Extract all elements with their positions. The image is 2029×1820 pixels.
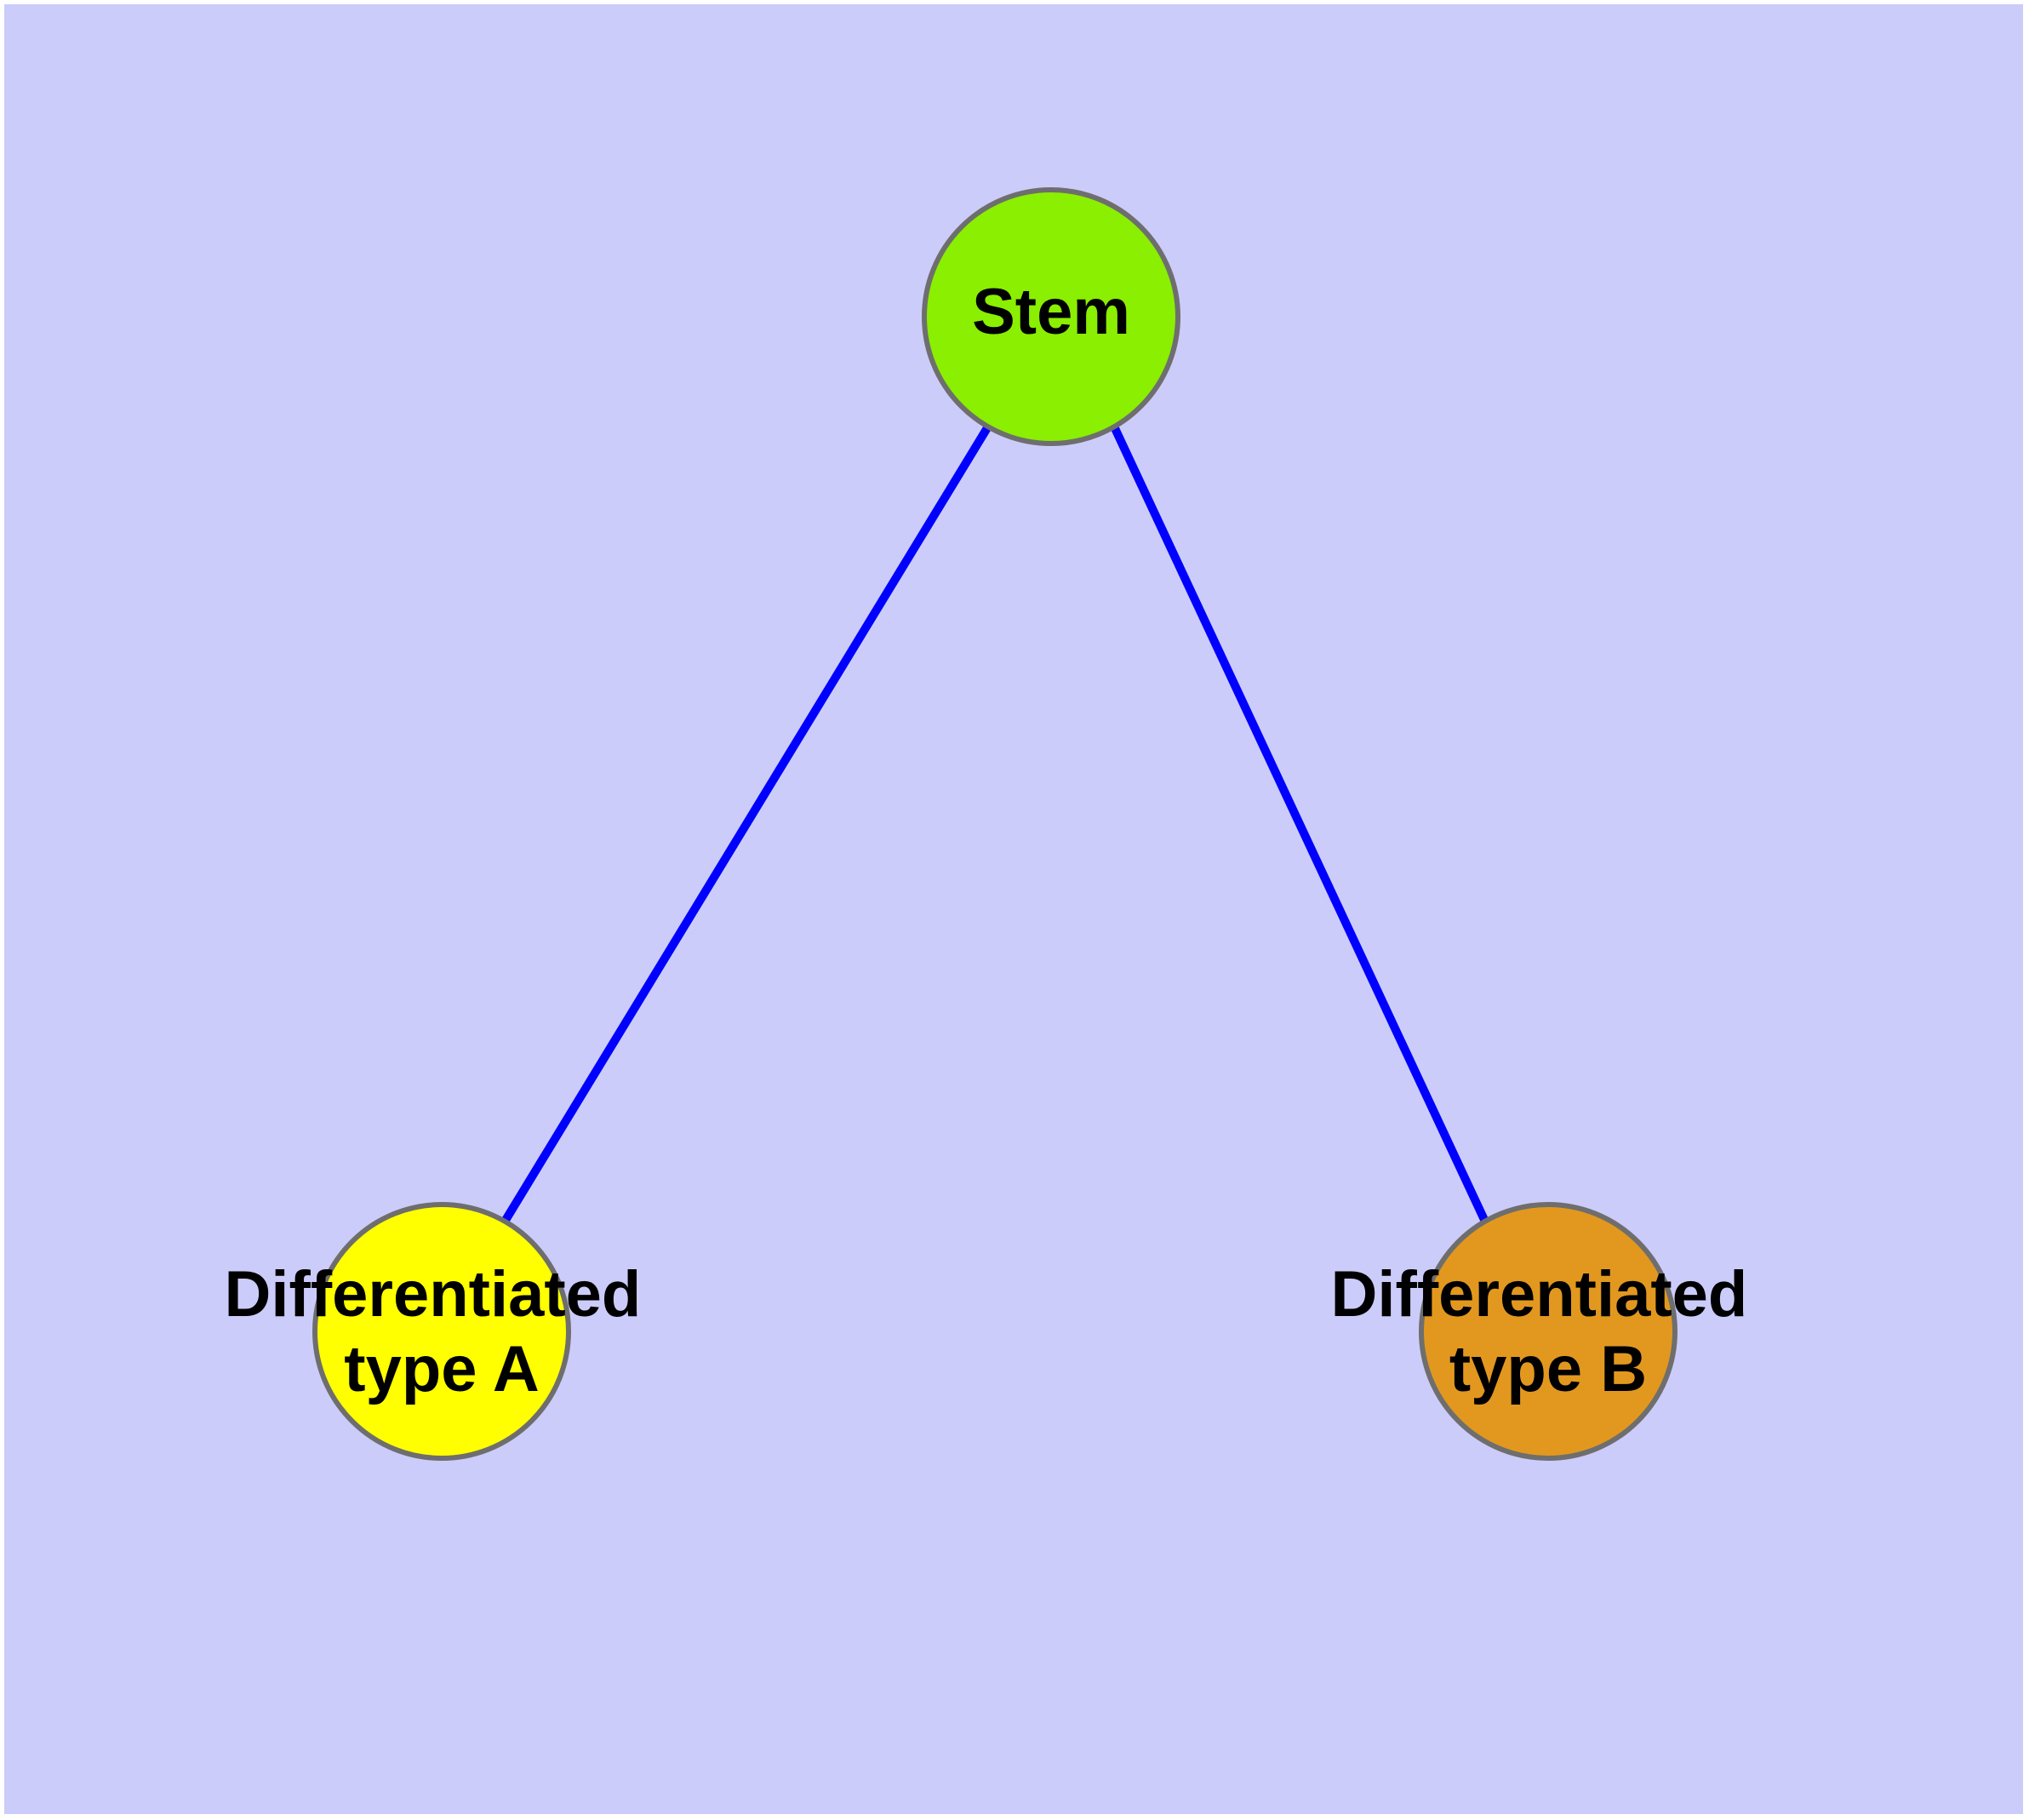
node-diff-b-circle[interactable] xyxy=(1419,1202,1677,1461)
node-stem[interactable]: Stem xyxy=(922,187,1180,446)
node-diff-a-label: Differentiated type A xyxy=(225,1258,660,1405)
node-stem-label: Stem xyxy=(972,276,1130,348)
edge-stem-to-diff-b[interactable] xyxy=(1110,424,1489,1224)
node-layer: Stem Differentiated type A Differentiate… xyxy=(225,187,1766,1461)
node-stem-circle[interactable] xyxy=(922,187,1180,446)
edge-layer xyxy=(500,424,1489,1224)
node-diff-b-label: Differentiated type B xyxy=(1331,1258,1766,1405)
node-diff-a[interactable]: Differentiated type A xyxy=(225,1202,660,1461)
node-diff-b[interactable]: Differentiated type B xyxy=(1331,1202,1766,1461)
node-diff-a-circle[interactable] xyxy=(312,1202,571,1461)
edge-stem-to-diff-a[interactable] xyxy=(500,424,992,1224)
